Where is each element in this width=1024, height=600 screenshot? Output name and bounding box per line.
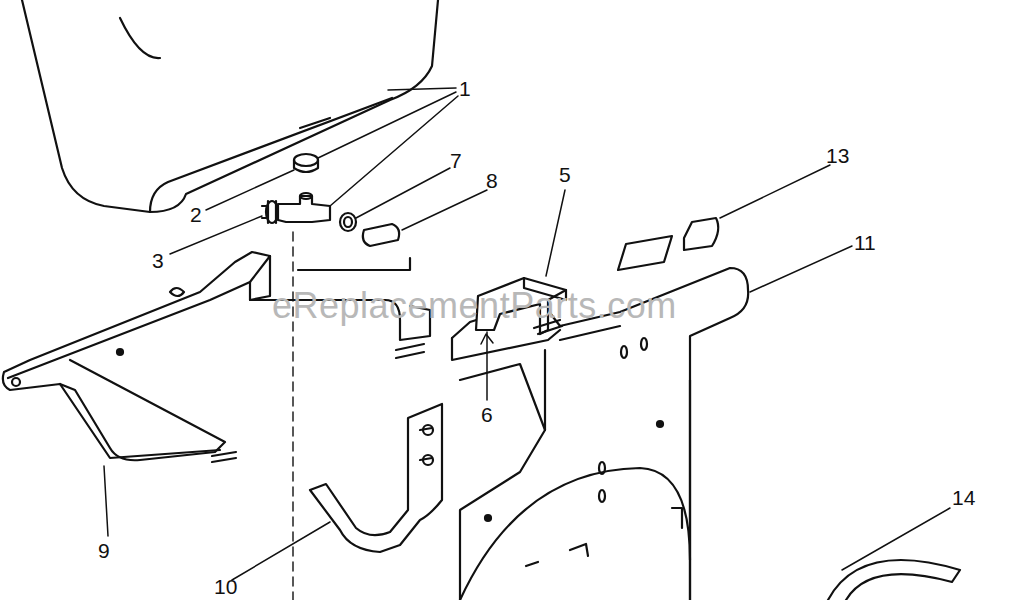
callout-number: 6 — [481, 404, 493, 425]
callout-number: 7 — [450, 150, 462, 171]
callout-number: 8 — [486, 170, 498, 191]
callout-number: 5 — [559, 164, 571, 185]
callout-number: 3 — [152, 250, 164, 271]
callout-number: 10 — [214, 576, 237, 597]
callout-number: 13 — [826, 145, 849, 166]
callout-number: 1 — [459, 78, 471, 99]
callout-number: 2 — [190, 204, 202, 225]
watermark: eReplacementParts.com — [272, 288, 677, 324]
callout-number: 11 — [854, 232, 876, 253]
callout-number: 9 — [98, 540, 110, 561]
callout-number: 14 — [952, 487, 975, 508]
